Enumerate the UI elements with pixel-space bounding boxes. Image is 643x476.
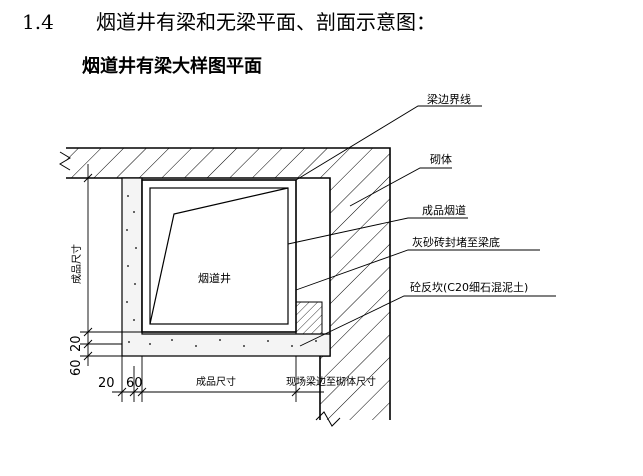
dim-left-20: 20	[69, 335, 84, 352]
dim-bottom-20: 20	[98, 376, 115, 391]
callout-flue: 成品烟道	[422, 203, 466, 217]
masonry-wall-hatch	[66, 148, 390, 420]
section-title: 烟道井有梁和无梁平面、剖面示意图：	[96, 10, 436, 34]
leader-flue	[287, 217, 468, 245]
section-heading: 1.4 烟道井有梁和无梁平面、剖面示意图：	[22, 6, 436, 35]
dim-left-60: 60	[69, 359, 84, 376]
flue-inner-wall	[149, 187, 289, 325]
leader-masonry	[349, 167, 452, 207]
dim-bottom-60: 60	[126, 376, 143, 391]
section-number: 1.4	[22, 10, 54, 34]
mortar-infill	[295, 301, 323, 335]
dim-bottom-product-size: 成品尺寸	[196, 375, 236, 388]
dim-left-product-size: 成品尺寸	[70, 244, 83, 284]
concrete-stipple	[126, 195, 317, 347]
callout-beam-edge: 梁边界线	[427, 92, 471, 106]
leader-concrete	[299, 295, 556, 347]
flue-center-label: 烟道井	[198, 271, 231, 285]
callout-masonry: 砌体	[430, 152, 452, 166]
callout-mortar: 灰砂砖封堵至梁底	[412, 235, 500, 249]
break-mark-top-left	[59, 151, 71, 171]
drawing-title: 烟道井有梁大样图平面	[82, 56, 262, 77]
leader-beam-edge	[295, 105, 482, 181]
dim-bottom-site-beam: 现场梁边至砌体尺寸	[286, 375, 376, 388]
leader-mortar	[295, 249, 540, 291]
break-mark-bottom	[315, 411, 341, 427]
flue-diagonal	[149, 187, 289, 325]
callout-concrete: 砼反坎(C20细石混泥土)	[410, 281, 528, 294]
